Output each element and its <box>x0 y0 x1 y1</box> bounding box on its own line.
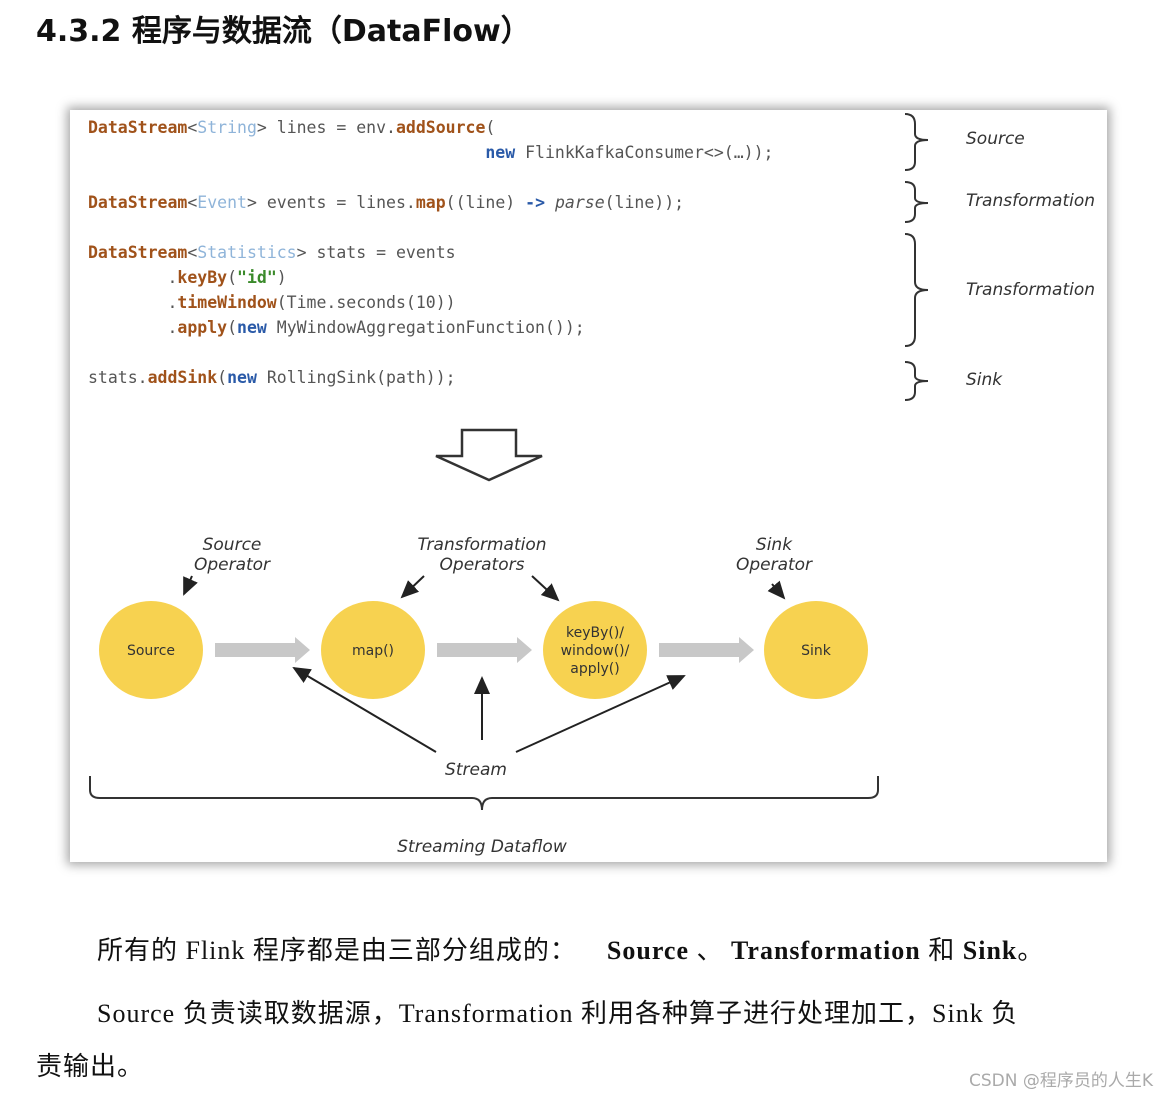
operator-nodes: Source map() keyBy()/ window()/ apply() Sink <box>99 601 868 699</box>
code-line: DataStream<Event> events = lines.map((li… <box>88 191 684 215</box>
source-operator-label: Source <box>203 535 262 555</box>
bracket-transformation-1 <box>904 181 929 223</box>
side-label-sink: Sink <box>966 370 1003 390</box>
paragraph-3: 责输出。 <box>36 1052 145 1081</box>
transformation-operators-label: Transformation <box>417 535 546 555</box>
code-token: ) <box>276 268 287 287</box>
code-token: (line)); <box>604 193 685 212</box>
operator-node-label: keyBy()/ <box>566 625 624 641</box>
operator-node <box>764 601 868 699</box>
operator-node-label: apply() <box>570 661 619 677</box>
code-token: timeWindow <box>177 293 277 312</box>
code-token: . <box>88 268 178 287</box>
code-line: .apply(new MyWindowAggregationFunction()… <box>88 316 585 340</box>
code-token: < <box>187 243 198 262</box>
operator-node-label: Source <box>127 643 175 659</box>
code-token: . <box>88 318 178 337</box>
down-arrow-icon <box>435 428 543 482</box>
para1-source: Source <box>606 936 689 965</box>
code-token: DataStream <box>88 118 188 137</box>
code-line: DataStream<String> lines = env.addSource… <box>88 116 495 140</box>
code-token: stats. <box>88 368 148 387</box>
code-token: addSource <box>395 118 486 137</box>
section-heading: 4.3.2 程序与数据流（DataFlow） <box>36 14 531 49</box>
para1-transformation: Transformation <box>731 936 921 965</box>
code-token: RollingSink(path)); <box>256 368 456 387</box>
para1-sep: 、 <box>696 936 724 965</box>
code-token: apply <box>177 318 228 337</box>
code-token: ((line) <box>445 193 526 212</box>
code-token: "id" <box>237 268 277 287</box>
code-token: ( <box>227 318 238 337</box>
code-token: DataStream <box>88 193 188 212</box>
code-token: addSink <box>147 368 218 387</box>
code-line: DataStream<Statistics> stats = events <box>88 241 456 265</box>
code-token: ( <box>227 268 238 287</box>
sink-operator-label-2: Operator <box>736 555 813 575</box>
flow-arrows <box>215 637 754 663</box>
code-token: String <box>197 118 257 137</box>
bracket-sink <box>904 361 929 401</box>
code-token: DataStream <box>88 243 188 262</box>
code-token: Event <box>197 193 247 212</box>
para1-and: 和 <box>928 936 956 965</box>
operator-node <box>543 601 647 699</box>
code-token: new <box>237 318 267 337</box>
code-token: FlinkKafkaConsumer<>(…)); <box>515 143 774 162</box>
source-operator-label-2: Operator <box>194 555 271 575</box>
dataflow-brace <box>89 776 879 811</box>
operator-node <box>321 601 425 699</box>
side-label-transformation-2: Transformation <box>966 280 1096 300</box>
diagram-svg: Source Operator Transformation Operators… <box>89 113 929 857</box>
code-token: > events = lines. <box>246 193 416 212</box>
paragraph-2: Source 负责读取数据源，Transformation 利用各种算子进行处理… <box>97 999 1019 1028</box>
code-brackets <box>904 113 929 401</box>
para1-text: 所有的 Flink 程序都是由三部分组成的： <box>97 936 577 965</box>
code-token: keyBy <box>177 268 228 287</box>
code-token: < <box>187 193 198 212</box>
code-token: Statistics <box>197 243 297 262</box>
code-line: .keyBy("id") <box>88 266 287 290</box>
operator-node-label: window()/ <box>561 643 630 659</box>
para1-sink: Sink <box>962 936 1018 965</box>
side-label-source: Source <box>966 129 1025 149</box>
bracket-transformation-2 <box>904 233 929 347</box>
operator-node-label: map() <box>352 643 394 659</box>
code-token: < <box>187 118 198 137</box>
bracket-source <box>904 113 929 171</box>
code-line: new FlinkKafkaConsumer<>(…)); <box>88 141 773 165</box>
code-token: map <box>415 193 446 212</box>
code-token: MyWindowAggregationFunction()); <box>266 318 585 337</box>
code-line: .timeWindow(Time.seconds(10)) <box>88 291 456 315</box>
pointer-arrows <box>183 575 786 753</box>
code-token: . <box>88 293 178 312</box>
code-token: ( <box>217 368 228 387</box>
dataflow-figure: DataStream<String> lines = env.addSource… <box>70 110 1107 862</box>
operator-node <box>99 601 203 699</box>
paragraph-1: 所有的 Flink 程序都是由三部分组成的： Source 、 Transfor… <box>97 930 1044 967</box>
code-token: parse <box>554 193 605 212</box>
code-line: stats.addSink(new RollingSink(path)); <box>88 366 456 390</box>
operator-node-label: Sink <box>801 643 832 659</box>
code-token: > lines = env. <box>256 118 396 137</box>
side-label-transformation-1: Transformation <box>966 191 1096 211</box>
code-token: > stats = events <box>296 243 456 262</box>
code-token: (Time.seconds(10)) <box>276 293 456 312</box>
code-token: ( <box>485 118 496 137</box>
code-token: -> <box>525 193 546 212</box>
streaming-dataflow-label: Streaming Dataflow <box>397 837 567 857</box>
sink-operator-label: Sink <box>756 535 793 555</box>
transformation-operators-label-2: Operators <box>440 555 525 575</box>
code-token: new <box>485 143 516 162</box>
stream-label: Stream <box>445 760 507 780</box>
watermark: CSDN @程序员的人生K <box>968 1071 1153 1091</box>
code-token: new <box>227 368 257 387</box>
para1-end: 。 <box>1017 936 1045 965</box>
